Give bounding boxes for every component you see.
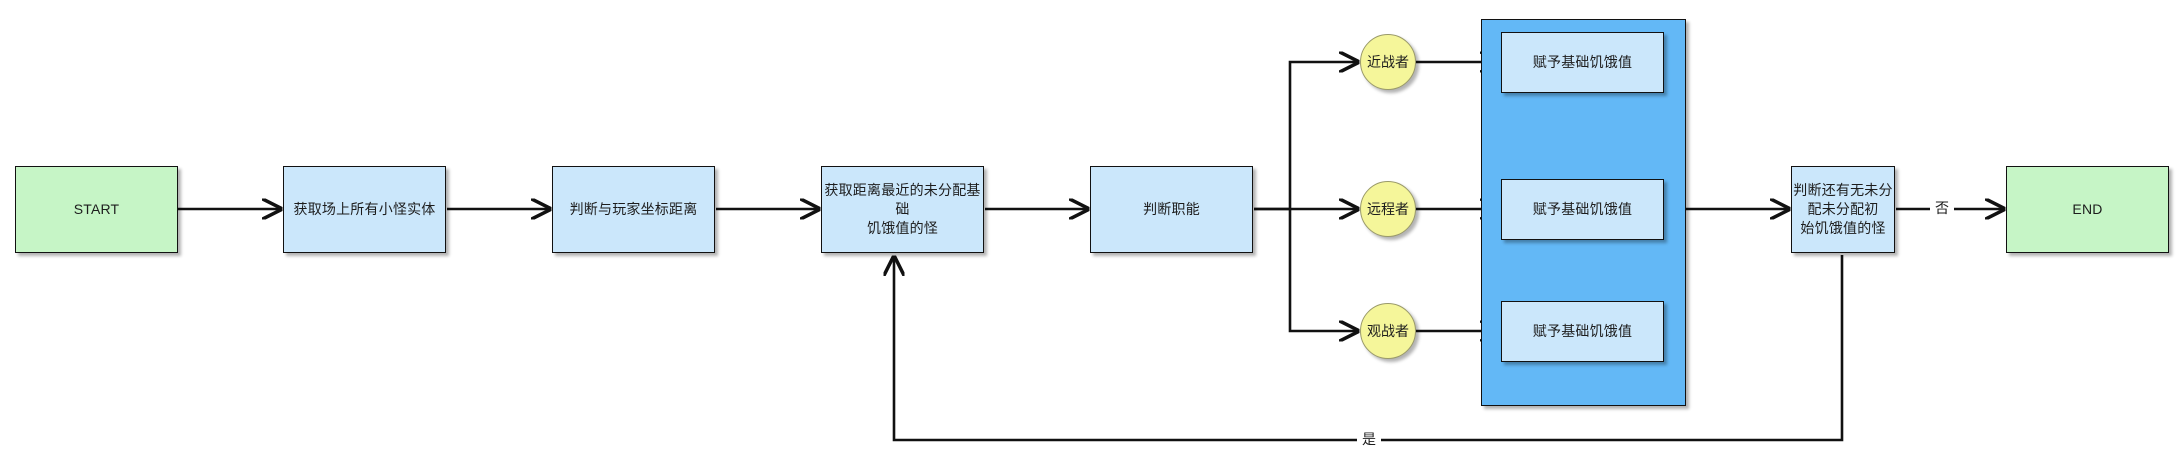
edge-role-to-melee [1254,62,1358,211]
node-role-ranged[interactable]: 远程者 [1360,181,1416,237]
node-get-entities[interactable]: 获取场上所有小怪实体 [283,166,446,253]
node-assign-ranged-label: 赋予基础饥饿值 [1532,201,1633,218]
node-start-label: START [73,201,120,218]
node-assign-melee[interactable]: 赋予基础饥饿值 [1501,32,1664,93]
node-role-observer[interactable]: 观战者 [1360,303,1416,359]
node-judge-distance[interactable]: 判断与玩家坐标距离 [552,166,715,253]
node-end-label: END [2072,201,2103,218]
node-role-observer-label: 观战者 [1367,323,1409,339]
node-judge-role-label: 判断职能 [1143,201,1200,218]
node-start[interactable]: START [15,166,178,253]
node-get-entities-label: 获取场上所有小怪实体 [293,201,436,218]
node-get-nearest-label: 获取距离最近的未分配基础 饥饿值的怪 [824,182,981,236]
node-role-ranged-label: 远程者 [1367,201,1409,217]
node-get-nearest[interactable]: 获取距离最近的未分配基础 饥饿值的怪 [821,166,984,253]
node-check-remaining-label: 判断还有无未分配未分配初 始饥饿值的怪 [1793,182,1893,236]
node-role-melee[interactable]: 近战者 [1360,34,1416,90]
node-check-remaining[interactable]: 判断还有无未分配未分配初 始饥饿值的怪 [1791,166,1895,253]
node-assign-ranged[interactable]: 赋予基础饥饿值 [1501,179,1664,240]
node-assign-observer-label: 赋予基础饥饿值 [1532,323,1633,340]
edge-label-yes: 是 [1357,429,1381,449]
node-assign-observer[interactable]: 赋予基础饥饿值 [1501,301,1664,362]
edge-role-to-observer [1288,209,1358,331]
edge-label-no: 否 [1930,198,1954,218]
node-assign-melee-label: 赋予基础饥饿值 [1532,54,1633,71]
node-role-melee-label: 近战者 [1367,54,1409,70]
node-judge-distance-label: 判断与玩家坐标距离 [569,201,698,218]
node-end[interactable]: END [2006,166,2169,253]
node-judge-role[interactable]: 判断职能 [1090,166,1253,253]
